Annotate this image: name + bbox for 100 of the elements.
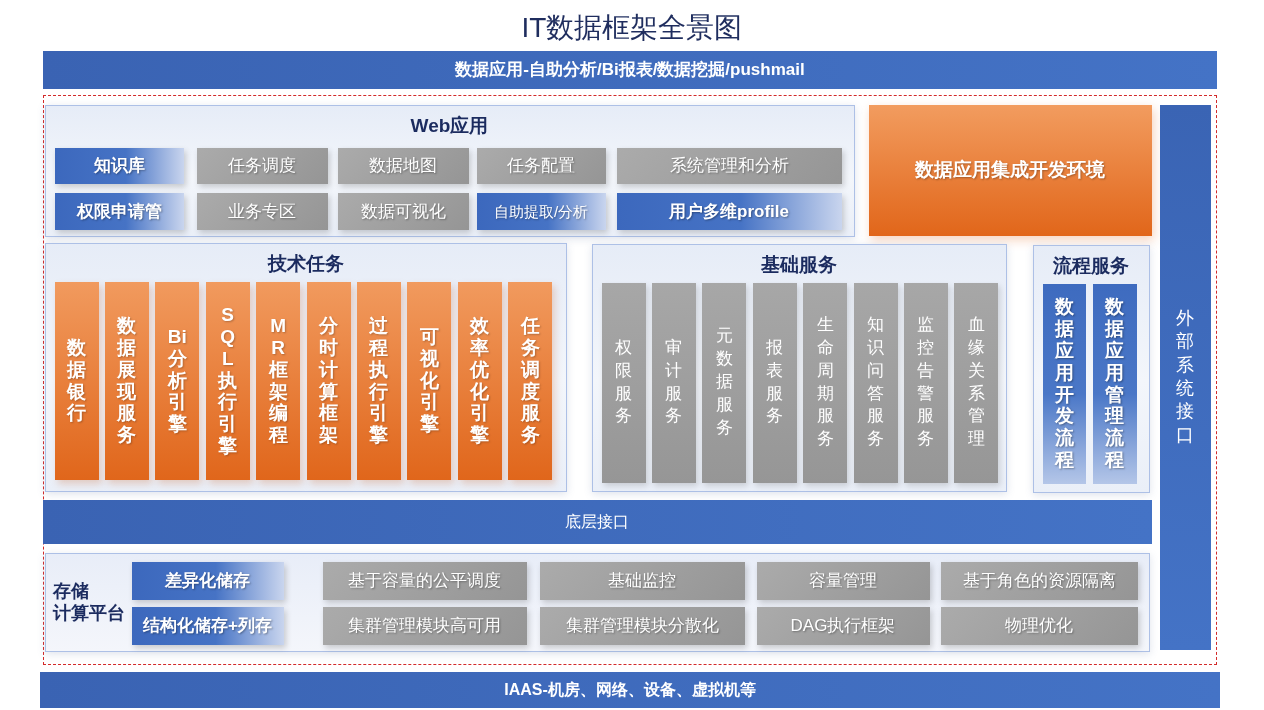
- module-column: [651, 282, 696, 483]
- module-tile: [940, 561, 1138, 600]
- module-label: 数据可视化: [360, 200, 446, 222]
- interface-label: 外部系统接口: [1175, 306, 1195, 447]
- module-label: 数据银行: [65, 336, 87, 425]
- dashed-frame: [43, 95, 1217, 665]
- module-column: [702, 282, 747, 483]
- layer-label: 数据应用-自助分析/Bi报表/数据挖掘/pushmail: [455, 59, 805, 81]
- module-tile: [756, 606, 930, 645]
- module-label: 数据应用开发流程: [1053, 296, 1075, 471]
- module-tile: [940, 606, 1138, 645]
- module-tile: [196, 192, 328, 230]
- module-label: 数据地图: [369, 155, 437, 176]
- module-label: 基础监控: [608, 570, 676, 591]
- module-column: [54, 281, 99, 480]
- module-label: 自助提取/分析: [493, 201, 589, 222]
- module-tile: [476, 192, 606, 230]
- module-label: SQL执行引擎: [216, 304, 239, 457]
- module-column: [853, 282, 898, 483]
- module-label: 元数据服务: [714, 325, 734, 439]
- module-label: 过程执行引擎: [367, 314, 390, 447]
- module-tile: [539, 606, 745, 645]
- module-label: 分时计算框架: [317, 314, 339, 447]
- module-label: 效率优化引擎: [468, 314, 491, 447]
- module-tile: [131, 606, 284, 645]
- layer-label: IAAS-机房、网络、设备、虚拟机等: [504, 680, 756, 700]
- module-label: 基于角色的资源隔离: [962, 570, 1116, 591]
- module-column: [155, 281, 200, 480]
- section-heading: 存储计算平台: [52, 580, 126, 624]
- module-column: [1092, 283, 1137, 484]
- module-tile: [337, 192, 469, 230]
- section-panel: [44, 242, 567, 492]
- module-tile: [322, 606, 527, 645]
- section-panel: [44, 552, 1150, 652]
- section-heading: 流程服务: [1053, 253, 1129, 278]
- module-column: [1042, 283, 1086, 484]
- module-label: 结构化储存+列存: [143, 615, 272, 636]
- section-heading: 技术任务: [267, 251, 344, 276]
- layer-label: 底层接口: [565, 511, 629, 532]
- section-panel: [591, 243, 1007, 492]
- ide-label: 数据应用集成开发环境: [915, 158, 1105, 182]
- module-column: [803, 282, 848, 483]
- module-label: 业务专区: [228, 200, 296, 222]
- module-label: 可视化引擎: [418, 325, 440, 436]
- module-label: DAG执行框架: [790, 615, 896, 636]
- module-column: [205, 281, 250, 480]
- module-tile: [131, 561, 284, 600]
- module-label: 生命周期服务: [815, 313, 835, 451]
- module-column: [508, 281, 553, 480]
- section-heading: 基础服务: [761, 252, 837, 277]
- module-label: 集群管理模块分散化: [565, 615, 719, 636]
- diagram-title: IT数据框架全景图: [521, 12, 743, 43]
- module-column: [356, 281, 401, 480]
- module-tile: [616, 147, 842, 184]
- section-heading: Web应用: [410, 113, 489, 138]
- module-label: 血缘关系管理: [966, 313, 986, 451]
- module-tile: [337, 147, 469, 184]
- module-label: 基于容量的公平调度: [348, 570, 501, 591]
- module-label: 知识库: [93, 155, 145, 176]
- module-label: 权限服务: [614, 336, 633, 428]
- module-column: [601, 282, 646, 483]
- layer-bar: [43, 51, 1217, 89]
- module-tile: [54, 147, 184, 184]
- module-label: 数据展现服务: [115, 314, 138, 447]
- module-label: 差异化储存: [165, 570, 250, 591]
- module-column: [104, 281, 149, 480]
- module-label: 系统管理和分析: [669, 155, 789, 176]
- module-tile: [476, 147, 606, 184]
- module-tile: [196, 147, 328, 184]
- module-label: 报表服务: [765, 336, 785, 428]
- module-label: 任务调度服务: [519, 314, 541, 447]
- module-label: 数据应用管理流程: [1103, 296, 1125, 471]
- module-label: 用户多维profile: [669, 200, 789, 222]
- module-tile: [616, 192, 842, 230]
- interface-column: [1159, 104, 1211, 650]
- module-column: [306, 281, 351, 480]
- module-column: [407, 281, 452, 480]
- module-tile: [322, 561, 527, 600]
- section-panel: [44, 104, 855, 237]
- module-tile: [756, 561, 930, 600]
- module-column: [457, 281, 502, 480]
- module-label: 监控告警服务: [916, 313, 936, 451]
- ide-block: [868, 104, 1152, 236]
- module-column: [256, 281, 301, 480]
- section-panel: [1032, 244, 1150, 493]
- layer-bar: [40, 672, 1220, 708]
- module-label: 集群管理模块高可用: [348, 615, 501, 636]
- module-label: 任务配置: [507, 155, 575, 176]
- module-label: 审计服务: [664, 336, 684, 428]
- module-label: MR框架编程: [267, 314, 289, 447]
- layer-bar: [42, 499, 1152, 544]
- module-column: [752, 282, 797, 483]
- module-tile: [54, 192, 184, 230]
- module-tile: [539, 561, 745, 600]
- module-label: Bi分析引擎: [166, 325, 188, 436]
- module-label: 容量管理: [809, 570, 877, 591]
- module-label: 任务调度: [228, 155, 296, 176]
- module-label: 知识问答服务: [866, 313, 885, 451]
- module-label: 物理优化: [1005, 615, 1073, 636]
- module-label: 权限申请管: [76, 200, 162, 222]
